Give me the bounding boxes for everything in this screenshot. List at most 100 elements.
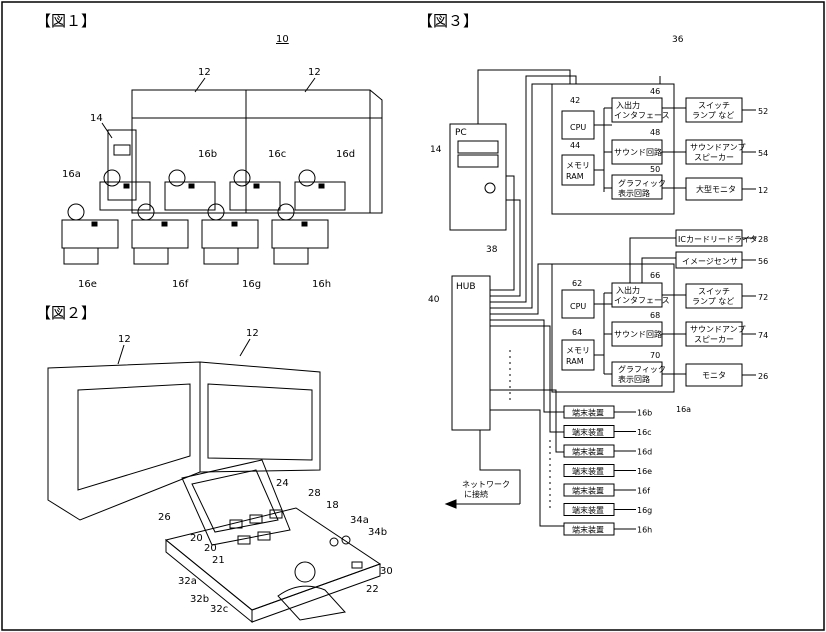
ref-44: 44 — [570, 141, 580, 150]
fig2-ref-34a: 34a — [350, 515, 369, 526]
fig1-title: 【図１】 — [36, 12, 96, 30]
terminal-device-label: 端末装置 — [572, 466, 604, 476]
terminal-device-ref: 16b — [637, 409, 652, 418]
terminal-device-label: 端末装置 — [572, 427, 604, 437]
fig1-ref-16h: 16h — [312, 279, 331, 290]
network-label-1: ネットワーク — [462, 480, 510, 489]
fig2-ref-26: 26 — [158, 512, 171, 523]
fig1-ref-14: 14 — [90, 113, 103, 124]
upper-speaker-label-1: サウンドアンプ — [690, 143, 745, 152]
terminal-device-label: 端末装置 — [572, 408, 604, 418]
terminal-device-ref: 16f — [637, 487, 650, 496]
fig2-ref-12a: 12 — [118, 334, 131, 345]
terminal-device-ref: 16g — [637, 506, 652, 515]
terminal-device-ref: 16e — [637, 467, 652, 476]
pc-tower — [449, 123, 507, 231]
upper-monitor-label: 大型モニタ — [696, 184, 736, 194]
fig2-ref-22: 22 — [366, 584, 379, 595]
lower-switch-label-2: ランプ など — [692, 297, 734, 306]
upper-io-label-2: インタフェース — [614, 111, 670, 120]
terminal-list: 端末装置 16b 端末装置 16c 端末装置 16d 端末装置 16e 端末装置 16f 端末装置 1… — [563, 405, 652, 536]
upper-speaker-label-2: スピーカー — [694, 153, 734, 162]
network-label-2: に接続 — [464, 489, 488, 499]
game-machine-illustration — [107, 89, 383, 214]
fig3-ref-38: 38 — [486, 245, 498, 255]
ref-50: 50 — [650, 165, 660, 174]
fig2-ref-30: 30 — [380, 566, 393, 577]
ref-64: 64 — [572, 328, 582, 337]
fig1-ref-16f: 16f — [172, 279, 189, 290]
terminal-device-label: 端末装置 — [572, 486, 604, 496]
upper-switch-label-2: ランプ など — [692, 111, 734, 120]
terminal-device-ref: 16c — [637, 428, 652, 437]
ref-48: 48 — [650, 128, 660, 137]
ref-12-monitor: 12 — [758, 186, 768, 195]
large-monitor-illustration — [47, 361, 321, 521]
lower-io-label-2: インタフェース — [614, 296, 670, 305]
lower-cpu-label: CPU — [570, 302, 586, 311]
ref-56: 56 — [758, 257, 768, 266]
lower-switch-label-1: スイッチ — [698, 287, 730, 296]
fig1-ref-10: 10 — [276, 34, 289, 45]
terminal-console-illustration — [164, 459, 382, 624]
image-sensor-label: イメージセンサ — [682, 257, 738, 266]
hub-label: HUB — [456, 282, 476, 292]
ref-70: 70 — [650, 351, 660, 360]
ref-16a: 16a — [676, 405, 691, 414]
fig3-title: 【図３】 — [418, 12, 478, 30]
ic-reader-label: ICカードリードライタ — [678, 235, 758, 244]
upper-sound-label: サウンド回路 — [614, 147, 662, 157]
fig1-ref-16d: 16d — [336, 149, 355, 160]
figure-2: 【図２】 12 12 24 28 18 — [36, 304, 393, 624]
fig2-ref-32a: 32a — [178, 576, 197, 587]
pc-label: PC — [455, 128, 467, 138]
ref-54: 54 — [758, 149, 768, 158]
fig1-ref-16g: 16g — [242, 279, 261, 290]
upper-mem-label-1: メモリ — [566, 161, 590, 170]
lower-gfx-label-2: 表示回路 — [618, 374, 650, 384]
fig2-ref-20b: 20 — [204, 543, 217, 554]
lower-mem-label-1: メモリ — [566, 346, 590, 355]
fig2-ref-20a: 20 — [190, 533, 203, 544]
fig1-ref-16e: 16e — [78, 279, 97, 290]
ref-68: 68 — [650, 311, 660, 320]
fig2-title: 【図２】 — [36, 304, 96, 322]
fig2-ref-34b: 34b — [368, 527, 387, 538]
ref-72: 72 — [758, 293, 768, 302]
terminal-device-label: 端末装置 — [572, 525, 604, 535]
terminal-device-ref: 16h — [637, 526, 652, 535]
upper-gfx-label-2: 表示回路 — [618, 188, 650, 198]
terminal-row-front — [61, 203, 329, 265]
terminal-device-label: 端末装置 — [572, 505, 604, 515]
lower-speaker-label-1: サウンドアンプ — [690, 325, 745, 334]
fig3-ref-36: 36 — [672, 35, 684, 45]
ref-46: 46 — [650, 87, 660, 96]
upper-mem-label-2: RAM — [566, 172, 584, 181]
ref-62: 62 — [572, 279, 582, 288]
lower-speaker-label-2: スピーカー — [694, 335, 734, 344]
lower-gfx-label-1: グラフィック — [618, 364, 666, 374]
ref-26: 26 — [758, 372, 768, 381]
lower-unit — [551, 229, 756, 393]
fig2-ref-32b: 32b — [190, 594, 209, 605]
fig1-ref-16c: 16c — [268, 149, 286, 160]
upper-io-label-1: 入出力 — [616, 100, 640, 110]
ref-28: 28 — [758, 235, 768, 244]
figure-1: 【図１】 10 12 12 14 — [36, 12, 383, 290]
ref-52: 52 — [758, 107, 768, 116]
terminal-device-ref: 16d — [637, 448, 652, 457]
upper-cpu-label: CPU — [570, 123, 586, 132]
upper-unit — [551, 76, 756, 215]
upper-gfx-label-1: グラフィック — [618, 178, 666, 188]
ref-66: 66 — [650, 271, 660, 280]
fig1-ref-12b: 12 — [308, 67, 321, 78]
lower-io-label-1: 入出力 — [616, 285, 640, 295]
network-cables — [477, 69, 577, 527]
fig2-ref-32c: 32c — [210, 604, 228, 615]
terminal-device-label: 端末装置 — [572, 447, 604, 457]
fig1-ref-16a: 16a — [62, 169, 81, 180]
fig2-ref-24: 24 — [276, 478, 289, 489]
